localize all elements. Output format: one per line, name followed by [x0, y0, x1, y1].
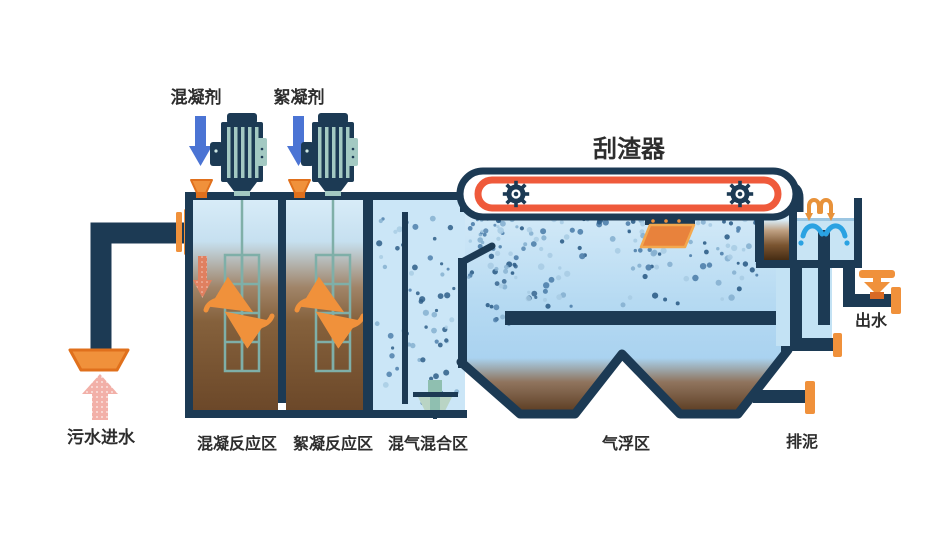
mixer-motor-flocculation [301, 113, 358, 196]
collection-pipe [505, 311, 830, 325]
tank-left-wall [185, 192, 193, 418]
weir-left-wall [789, 198, 797, 268]
mixing-flotation-wall [458, 258, 467, 368]
label-zone-flocculation: 絮凝反应区 [293, 434, 373, 453]
air-mixing-zone-water [373, 199, 465, 410]
weir-floor [756, 260, 862, 268]
weir-right-wall [854, 198, 862, 268]
fountain-icon [798, 223, 850, 246]
label-zone-air-mixing: 混气混合区 [388, 434, 468, 453]
inlet-funnel [68, 348, 130, 372]
label-inlet: 污水进水 [67, 427, 136, 448]
scraper-gear-icon [502, 180, 530, 208]
tank-top-edge [185, 192, 464, 200]
scraper-assembly [456, 167, 800, 249]
inlet-assembly [68, 209, 192, 420]
outlet-pipe-vertical [843, 265, 855, 302]
label-flocculant: 絮凝剂 [274, 87, 325, 108]
coagulation-tank-water [193, 199, 278, 410]
outlet-valve [859, 270, 895, 299]
inlet-baffle [458, 242, 496, 266]
label-zone-coagulation: 混凝反应区 [197, 434, 277, 453]
label-scraper: 刮渣器 [593, 135, 666, 163]
mixing-baffle [402, 212, 408, 404]
label-outlet: 出水 [855, 311, 888, 330]
sludge-flange [805, 381, 815, 414]
sludge-discharge-pipe [753, 390, 808, 403]
tank-divider-wall [278, 199, 286, 403]
sludge-hopper-outline [456, 345, 793, 419]
right-plumbing [753, 268, 842, 414]
chute-drain-pipe [790, 268, 802, 346]
outlet-pipe [843, 294, 895, 307]
scraper-belt [474, 176, 782, 212]
recirculation-arrows-icon [805, 198, 835, 221]
outlet-assembly [843, 265, 901, 314]
inlet-flow-arrow-icon [82, 374, 118, 420]
scraper-gear-icon [726, 180, 754, 208]
fountain-pipe [818, 230, 830, 268]
tank-floor [185, 410, 467, 418]
label-zone-flotation: 气浮区 [601, 434, 650, 453]
inlet-pipe [90, 222, 184, 352]
downflow-arrow-icon [193, 256, 212, 298]
scraper-blade [639, 217, 696, 249]
flotation-right-wall [755, 204, 764, 262]
mixer-motor-coagulation [210, 113, 267, 196]
flocculation-mixing-wall [363, 199, 373, 410]
label-coagulant: 混凝剂 [171, 87, 222, 108]
riser-pipe [818, 268, 830, 325]
label-sludge-discharge: 排泥 [786, 432, 818, 451]
drain-flange [833, 333, 842, 357]
drain-stub-pipe [790, 338, 835, 351]
coagulant-dosing-icon [188, 115, 213, 199]
inlet-flange [176, 212, 182, 252]
outlet-flange [891, 287, 901, 314]
effluent-weir-box [756, 198, 862, 268]
